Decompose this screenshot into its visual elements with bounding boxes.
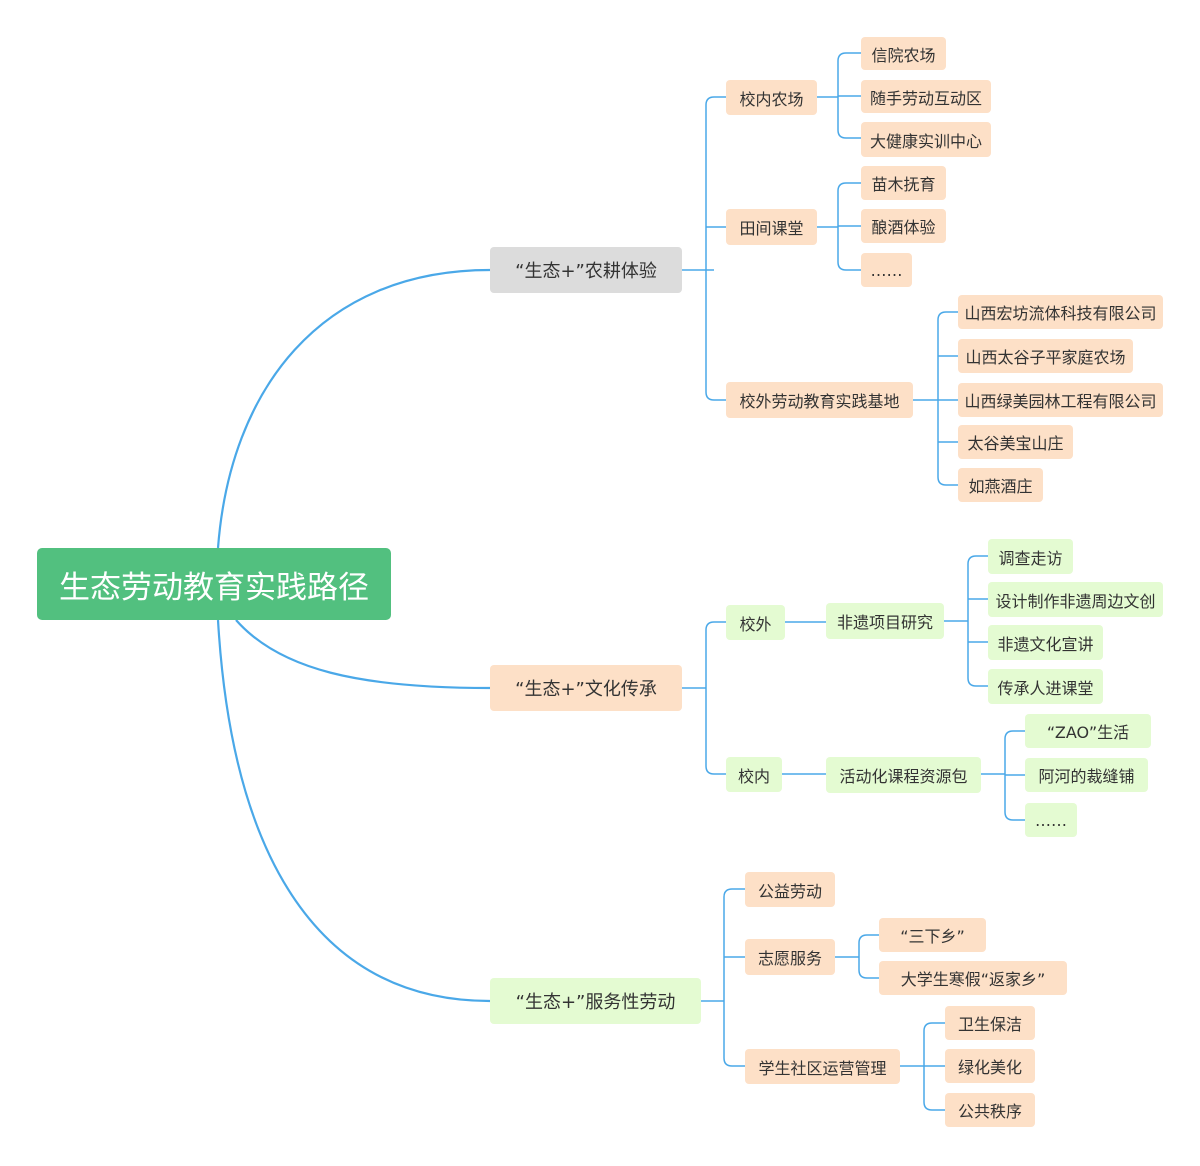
community-item[interactable]: 卫生保洁 [945, 1006, 1035, 1040]
campus-farm-item[interactable]: 随手劳动互动区 [861, 80, 991, 113]
field-class-item[interactable]: 酿酒体验 [861, 209, 946, 243]
branch-farming[interactable]: “生态+”农耕体验 [490, 247, 682, 293]
community-item[interactable]: 公共秩序 [945, 1093, 1035, 1127]
heritage-project-item[interactable]: 设计制作非遗周边文创 [988, 582, 1163, 617]
course-package-item[interactable]: “ZAO”生活 [1025, 714, 1151, 748]
heritage-project-item[interactable]: 传承人进课堂 [988, 669, 1103, 704]
volunteer-item[interactable]: “三下乡” [879, 918, 986, 952]
connector-service-group [701, 888, 945, 1111]
connector-root-farming [216, 268, 491, 549]
community-node[interactable]: 学生社区运营管理 [745, 1049, 900, 1084]
offcampus-node[interactable]: 校外 [726, 605, 785, 640]
campus-farm-item[interactable]: 大健康实训中心 [861, 122, 991, 157]
volunteer-node[interactable]: 志愿服务 [745, 939, 835, 975]
campus-farm-node[interactable]: 校内农场 [726, 80, 817, 115]
public-welfare-node[interactable]: 公益劳动 [745, 872, 835, 907]
field-class-item[interactable]: …… [861, 253, 912, 287]
connector-farming-group [682, 52, 958, 486]
heritage-project-node[interactable]: 非遗项目研究 [826, 603, 944, 639]
oncampus-node[interactable]: 校内 [726, 757, 782, 792]
course-package-item[interactable]: …… [1025, 803, 1077, 837]
branch-culture[interactable]: “生态+”文化传承 [490, 665, 682, 711]
branch-service[interactable]: “生态+”服务性劳动 [490, 978, 701, 1024]
course-package-item[interactable]: 阿河的裁缝铺 [1025, 758, 1148, 792]
connector-root-culture [235, 619, 491, 690]
connector-root-service [216, 619, 491, 1003]
field-class-node[interactable]: 田间课堂 [726, 209, 817, 245]
community-item[interactable]: 绿化美化 [945, 1049, 1035, 1083]
heritage-project-item[interactable]: 非遗文化宣讲 [988, 625, 1103, 660]
heritage-project-item[interactable]: 调查走访 [988, 539, 1073, 574]
offcampus-base-item[interactable]: 山西太谷子平家庭农场 [958, 339, 1133, 373]
campus-farm-item[interactable]: 信院农场 [861, 37, 946, 70]
root-node[interactable]: 生态劳动教育实践路径 [37, 548, 391, 620]
offcampus-base-item[interactable]: 山西绿美园林工程有限公司 [958, 383, 1163, 417]
offcampus-base-item[interactable]: 太谷美宝山庄 [958, 425, 1073, 459]
offcampus-bases-node[interactable]: 校外劳动教育实践基地 [726, 382, 913, 418]
volunteer-item[interactable]: 大学生寒假“返家乡” [879, 961, 1067, 995]
offcampus-base-item[interactable]: 山西宏坊流体科技有限公司 [958, 295, 1163, 329]
offcampus-base-item[interactable]: 如燕酒庄 [958, 468, 1043, 502]
connector-culture-group [682, 555, 1025, 821]
course-package-node[interactable]: 活动化课程资源包 [826, 757, 981, 793]
field-class-item[interactable]: 苗木抚育 [861, 166, 946, 200]
